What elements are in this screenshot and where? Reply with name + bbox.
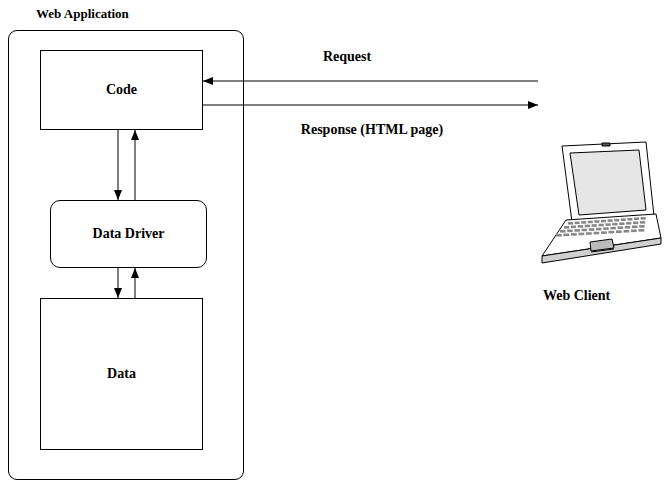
laptop-illustration [538,140,663,270]
frame-border [8,30,244,480]
node-label: Web Client [543,288,610,305]
connector-arrow [203,105,538,106]
node-label: Data [107,366,136,383]
node-heading: Web Application [36,6,129,22]
node-label: Data Driver [93,226,165,243]
process-box: Data Driver [50,200,207,268]
process-box: Code [40,50,203,130]
edge-label: Response (HTML page) [299,122,445,139]
node-label: Code [106,82,137,99]
connector-arrow [203,81,538,82]
connector-arrow [118,130,119,200]
application-frame: CodeData DriverData Web Application [8,4,244,480]
client-node: Web Client [538,140,663,312]
connector-arrow [135,130,136,200]
connector-arrow [118,268,119,298]
data-box: Data [40,298,203,450]
edge-label: Request [321,49,373,66]
connector-arrow [135,268,136,298]
